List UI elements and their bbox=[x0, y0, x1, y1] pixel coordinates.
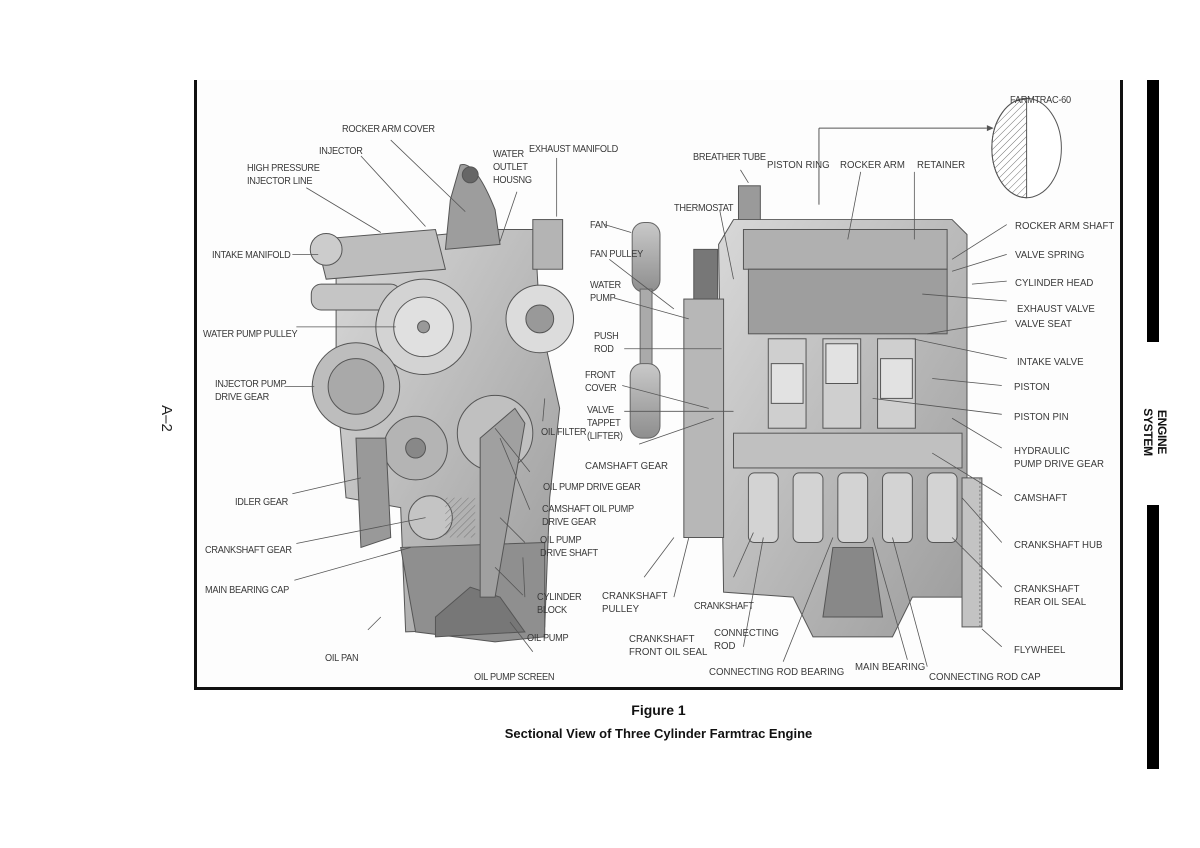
label-cylinder-block: CYLINDER BLOCK bbox=[537, 592, 582, 616]
figure-number: Figure 1 bbox=[631, 702, 686, 718]
label-injector: INJECTOR bbox=[319, 146, 363, 157]
section-tab-bar-top bbox=[1147, 80, 1159, 342]
label-oil-pump-screen: OIL PUMP SCREEN bbox=[474, 672, 555, 683]
label-injector-pump-drive-gear: INJECTOR PUMP DRIVE GEAR bbox=[215, 379, 287, 403]
label-connecting-rod-cap: CONNECTING ROD CAP bbox=[929, 671, 1041, 683]
label-water-pump-pulley: WATER PUMP PULLEY bbox=[203, 329, 298, 340]
label-exhaust-manifold: EXHAUST MANIFOLD bbox=[529, 144, 618, 155]
figure-title: Sectional View of Three Cylinder Farmtra… bbox=[504, 726, 813, 741]
label-rocker-arm: ROCKER ARM bbox=[840, 159, 905, 171]
label-hydraulic-pump-drive-gear: HYDRAULIC PUMP DRIVE GEAR bbox=[1014, 445, 1105, 470]
label-fan-pulley: FAN PULLEY bbox=[590, 249, 643, 260]
label-crankshaft-hub: CRANKSHAFT HUB bbox=[1014, 539, 1103, 551]
label-piston-pin: PISTON PIN bbox=[1014, 411, 1069, 423]
inset-detail bbox=[818, 97, 1062, 205]
label-camshaft-oil-pump-drive-gear: CAMSHAFT OIL PUMP DRIVE GEAR bbox=[542, 504, 634, 528]
fan-illustration bbox=[629, 222, 661, 439]
label-exhaust-valve: EXHAUST VALVE bbox=[1017, 303, 1095, 315]
label-camshaft-gear: CAMSHAFT GEAR bbox=[585, 460, 669, 472]
label-flywheel: FLYWHEEL bbox=[1014, 644, 1066, 656]
label-water-pump: WATER PUMP bbox=[590, 280, 621, 304]
label-high-pressure-injector-line: HIGH PRESSURE INJECTOR LINE bbox=[247, 163, 320, 187]
label-rocker-arm-cover: ROCKER ARM COVER bbox=[342, 124, 435, 135]
label-thermostat: THERMOSTAT bbox=[674, 203, 734, 214]
label-main-bearing-cap: MAIN BEARING CAP bbox=[205, 585, 290, 596]
label-farmtrac-60: FARMTRAC-60 bbox=[1010, 95, 1071, 106]
label-valve-spring: VALVE SPRING bbox=[1015, 249, 1085, 261]
label-oil-pan: OIL PAN bbox=[325, 653, 359, 664]
engine-illustration bbox=[284, 97, 1062, 667]
label-main-bearing: MAIN BEARING bbox=[855, 661, 926, 673]
page-number: A–2 bbox=[157, 405, 175, 432]
label-fan: FAN bbox=[590, 220, 608, 231]
side-view-engine bbox=[683, 185, 983, 638]
label-idler-gear: IDLER GEAR bbox=[235, 497, 288, 508]
label-breather-tube: BREATHER TUBE bbox=[693, 152, 766, 163]
label-valve-tappet: VALVE TAPPET (LIFTER) bbox=[587, 405, 623, 442]
label-crankshaft-rear-oil-seal: CRANKSHAFT REAR OIL SEAL bbox=[1014, 583, 1087, 608]
label-intake-manifold: INTAKE MANIFOLD bbox=[212, 250, 291, 261]
label-oil-filter: OIL FILTER bbox=[541, 427, 587, 438]
label-intake-valve: INTAKE VALVE bbox=[1017, 356, 1084, 368]
label-rocker-arm-shaft: ROCKER ARM SHAFT bbox=[1015, 220, 1115, 232]
figure-frame: ROCKER ARM COVER INJECTOR HIGH PRESSURE … bbox=[194, 80, 1123, 690]
label-retainer: RETAINER bbox=[917, 159, 966, 171]
label-push-rod: PUSH ROD bbox=[594, 331, 619, 355]
label-camshaft: CAMSHAFT bbox=[1014, 492, 1068, 504]
label-oil-pump-drive-gear: OIL PUMP DRIVE GEAR bbox=[543, 482, 641, 493]
label-piston: PISTON bbox=[1014, 381, 1050, 393]
label-connecting-rod-bearing: CONNECTING ROD BEARING bbox=[709, 666, 845, 678]
leader-lines bbox=[284, 139, 1007, 667]
section-tab-label: ENGINE SYSTEM bbox=[1141, 408, 1169, 456]
label-crankshaft-pulley: CRANKSHAFT PULLEY bbox=[602, 590, 668, 615]
label-front-cover: FRONT COVER bbox=[585, 370, 617, 394]
label-cylinder-head: CYLINDER HEAD bbox=[1015, 277, 1094, 289]
label-crankshaft-front-oil-seal: CRANKSHAFT FRONT OIL SEAL bbox=[629, 633, 708, 658]
label-crankshaft: CRANKSHAFT bbox=[694, 601, 754, 612]
label-oil-pump: OIL PUMP bbox=[527, 633, 569, 644]
label-oil-pump-drive-shaft: OIL PUMP DRIVE SHAFT bbox=[540, 535, 598, 559]
label-crankshaft-gear: CRANKSHAFT GEAR bbox=[205, 545, 292, 556]
label-piston-ring: PISTON RING bbox=[767, 159, 830, 171]
front-view-engine bbox=[309, 163, 575, 643]
label-water-outlet-housing: WATER OUTLET HOUSNG bbox=[493, 149, 532, 186]
label-valve-seat: VALVE SEAT bbox=[1015, 318, 1072, 330]
label-connecting-rod: CONNECTING ROD bbox=[714, 627, 779, 652]
section-tab-bar-bottom bbox=[1147, 505, 1159, 769]
